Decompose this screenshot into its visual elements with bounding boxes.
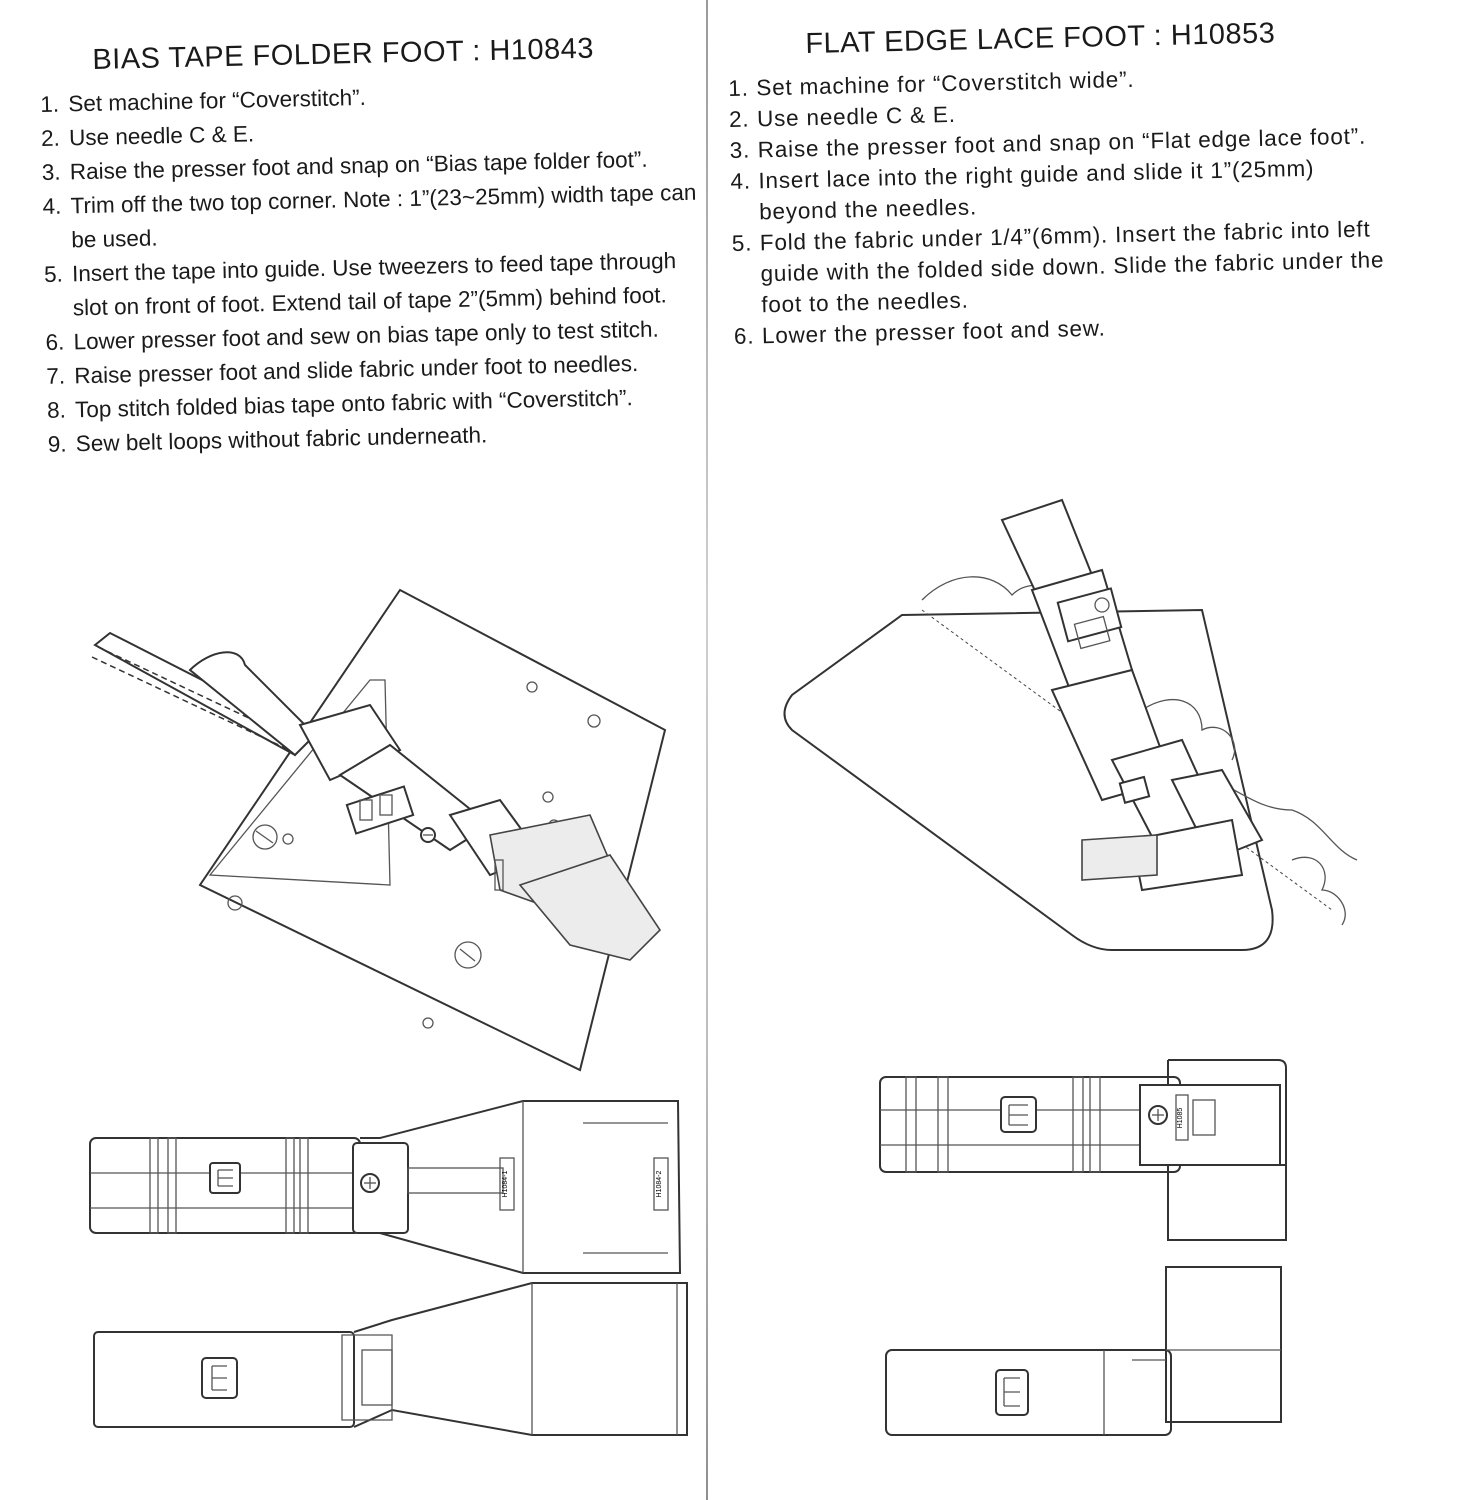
left-steps-list: 1.Set machine for “Coverstitch”. 2.Use n… — [40, 73, 718, 462]
bias-tape-folder-bottom-view — [93, 1282, 688, 1436]
right-page-title: FLAT EDGE LACE FOOT : H10853 — [805, 17, 1276, 60]
part-label-h1084-1: H1084-1 — [502, 1170, 509, 1197]
throat-plate — [198, 588, 667, 1072]
presser-bar — [1000, 498, 1134, 697]
left-page-title: BIAS TAPE FOLDER FOOT : H10843 — [92, 32, 595, 76]
presser-foot — [188, 651, 662, 961]
part-label-h1085: H1085 — [1177, 1108, 1184, 1129]
page-fold — [706, 0, 708, 1500]
part-label-h1084-2: H1084-2 — [656, 1170, 663, 1197]
flat-edge-lace-top-view: H1085 — [879, 1059, 1287, 1241]
bias-tape-folder-top-view: H1084-1 H1084-2 — [89, 1100, 682, 1274]
left-instruction-page: BIAS TAPE FOLDER FOOT : H10843 1.Set mac… — [0, 0, 741, 1500]
flat-edge-lace-usage-illustration — [783, 498, 1358, 951]
right-instruction-page: FLAT EDGE LACE FOOT : H10853 1.Set machi… — [728, 0, 1483, 1500]
bias-tape-folder-usage-illustration — [91, 588, 667, 1072]
right-steps-list: 1.Set machine for “Coverstitch wide”. 2.… — [728, 58, 1394, 352]
presser-foot — [1050, 668, 1264, 892]
flat-edge-lace-bottom-view — [885, 1266, 1282, 1436]
list-item: 5.Fold the fabric under 1/4”(6mm). Inser… — [731, 216, 1385, 318]
